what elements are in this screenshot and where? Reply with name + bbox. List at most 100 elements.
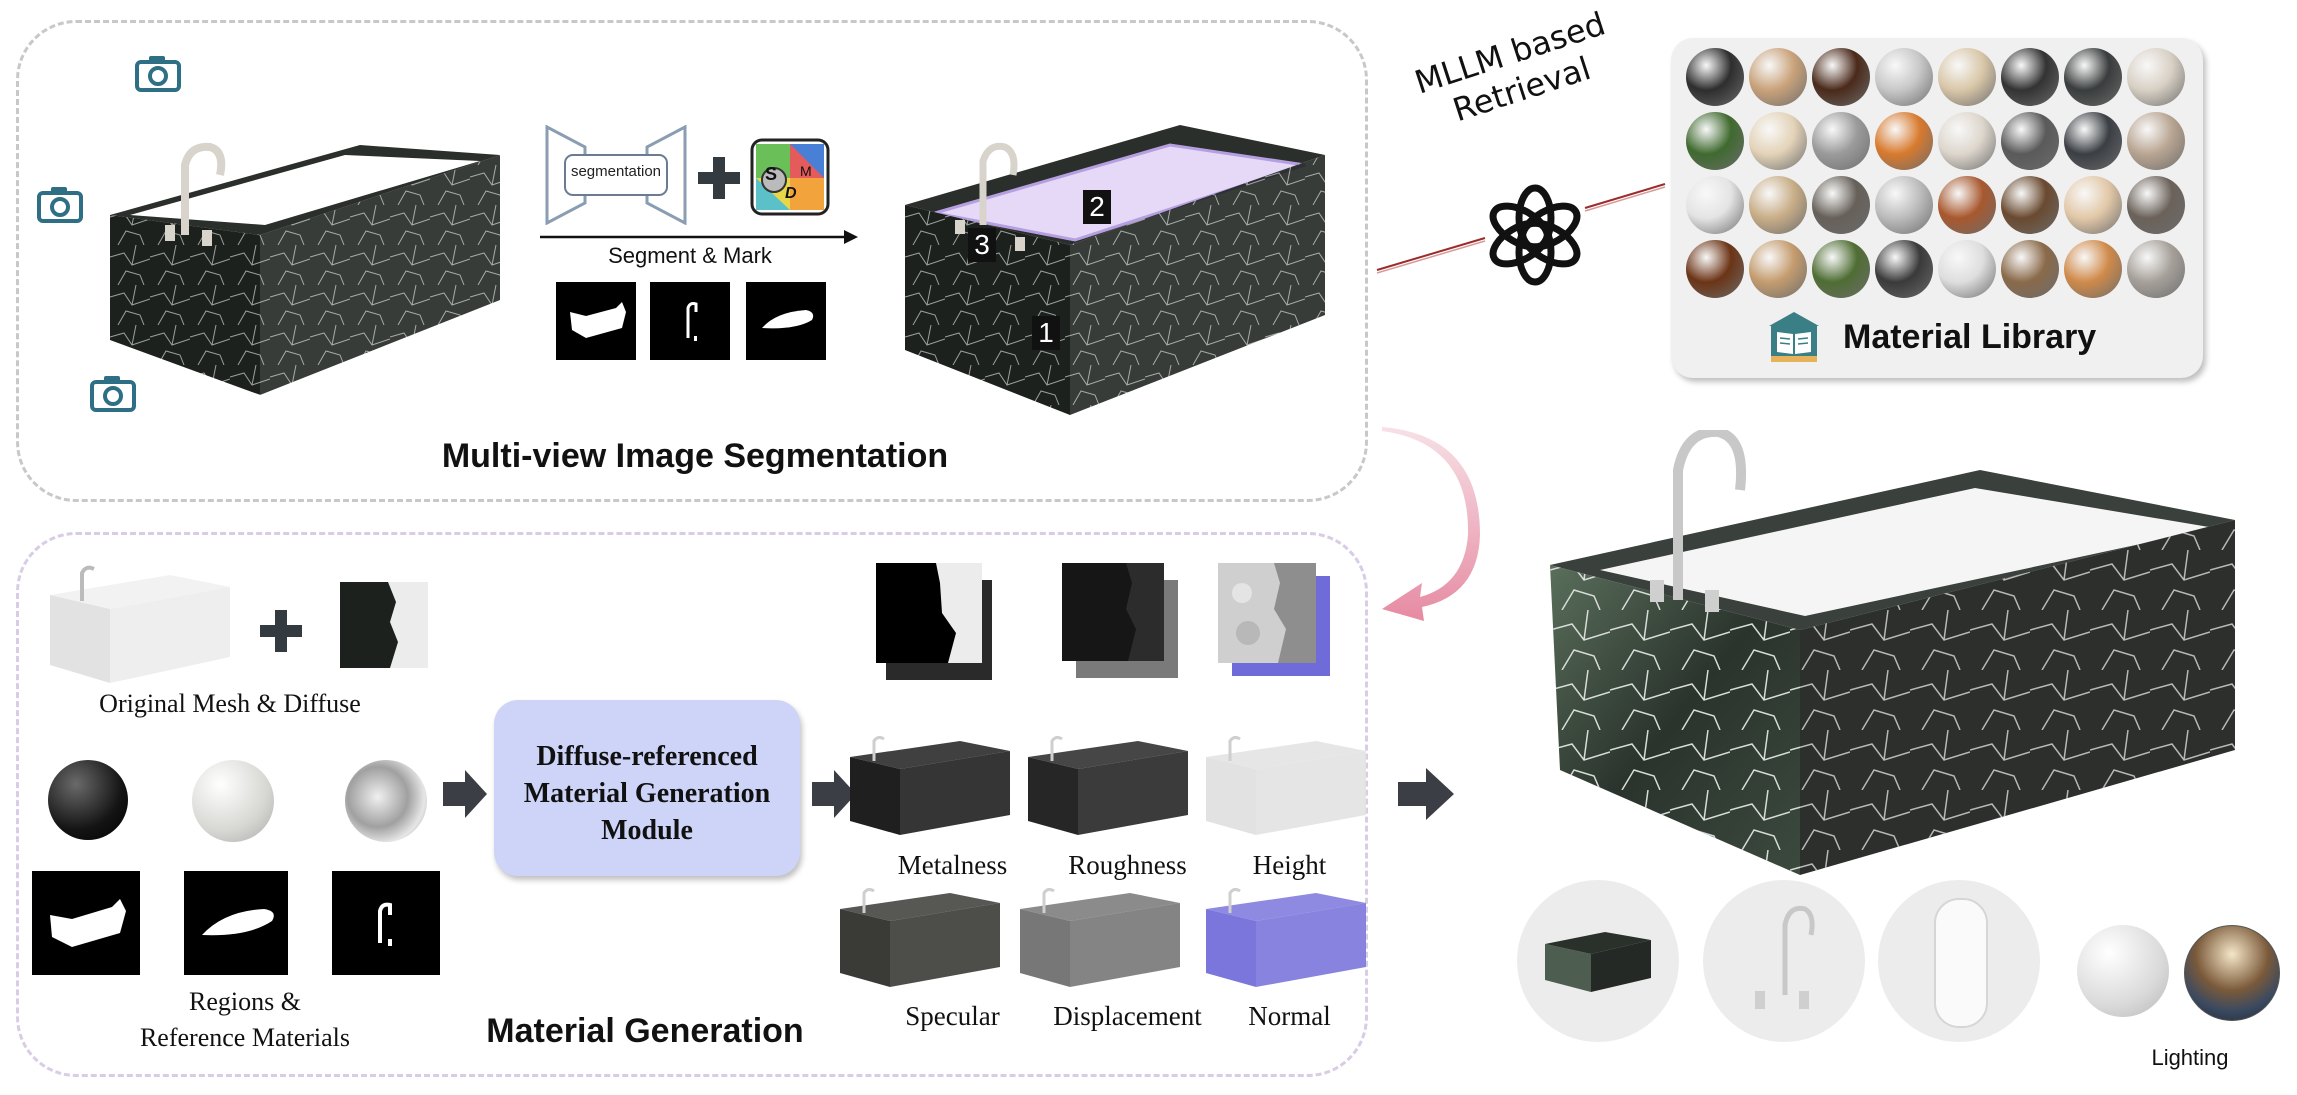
retrieval-connector (1376, 183, 1666, 274)
reference-sphere-chrome (345, 760, 427, 842)
generated-map-tub (850, 735, 1010, 835)
segment-mark-label: Segment & Mark (608, 243, 772, 268)
material-sphere (2127, 176, 2185, 234)
region-mask (184, 871, 288, 975)
material-sphere (1749, 112, 1807, 170)
material-sphere (1686, 112, 1744, 170)
mask-thumbnail (650, 282, 730, 360)
material-sphere (2064, 112, 2122, 170)
faucet-thumbnail (1755, 905, 1815, 1009)
material-sphere (1812, 240, 1870, 298)
segmented-bathtub (905, 125, 1325, 415)
bathtub-render (110, 142, 500, 395)
material-sphere (2001, 176, 2059, 234)
material-sphere (2064, 176, 2122, 234)
material-sphere (1875, 176, 1933, 234)
grid-letter: D (785, 185, 797, 202)
lighting-label: Lighting (2151, 1045, 2229, 1070)
material-sphere (1749, 176, 1807, 234)
marble-box-thumbnail (1545, 932, 1651, 992)
material-sphere (2001, 48, 2059, 106)
camera-icon (90, 376, 136, 412)
generated-map (876, 563, 982, 663)
environment-map-sphere (2184, 925, 2280, 1021)
segmentation-panel (16, 20, 1368, 502)
regions-caption-line: Reference Materials (139, 1023, 351, 1052)
plus-icon (698, 157, 740, 199)
lighting-sphere (2077, 925, 2169, 1017)
material-sphere (2127, 48, 2185, 106)
region-mark: 3 (968, 228, 996, 262)
map-label: Displacement (1053, 1001, 1202, 1031)
material-sphere (2001, 112, 2059, 170)
material-sphere (1812, 48, 1870, 106)
generated-map-tub (1020, 887, 1180, 987)
generated-map-tub (1206, 735, 1366, 835)
camera-icon (37, 187, 83, 223)
curved-arrow (1382, 427, 1480, 621)
map-label: Metalness (897, 850, 1008, 880)
module-label-line: Module (601, 815, 693, 846)
region-mark: 2 (1083, 190, 1111, 224)
material-sphere (1938, 176, 1996, 234)
map-label: Specular (905, 1001, 1000, 1031)
original-mesh (50, 565, 230, 683)
generated-map-tub (1206, 887, 1366, 987)
mask-thumbnail (556, 282, 636, 360)
segment-arrow (540, 230, 858, 244)
map-label: Height (1252, 850, 1327, 880)
module-label-line: Diffuse-referenced (536, 741, 758, 772)
region-mark: 1 (1032, 316, 1060, 350)
material-sphere (2064, 240, 2122, 298)
region-mask (332, 871, 440, 975)
mask-thumbnail (746, 282, 826, 360)
material-sphere (1812, 176, 1870, 234)
retrieval-label: MLLM based Retrieval (1390, 0, 1642, 144)
generated-map-tub (1028, 735, 1188, 835)
material-sphere (1749, 48, 1807, 106)
reference-sphere-marble (48, 760, 128, 840)
generation-title: Material Generation (486, 1012, 804, 1050)
basin-thumbnail (1934, 898, 1988, 1028)
plus-icon (260, 610, 302, 652)
grid-letter: S (765, 164, 778, 184)
generated-map (1062, 563, 1164, 661)
diffuse-texture (340, 582, 428, 668)
openai-logo-icon (1489, 184, 1581, 286)
flow-arrow (1398, 768, 1454, 820)
generated-map-tub (840, 887, 1000, 987)
material-sphere (1938, 48, 1996, 106)
material-sphere (1686, 240, 1744, 298)
material-sphere (1686, 176, 1744, 234)
segmentation-network-icon (545, 125, 687, 225)
material-generation-panel (16, 532, 1368, 1077)
camera-icon (135, 56, 181, 92)
library-icon (1769, 312, 1819, 362)
segmentation-network-label: segmentation (570, 163, 662, 180)
final-bathtub-render (1550, 430, 2235, 875)
region-mask (32, 871, 140, 975)
material-sphere (2001, 240, 2059, 298)
material-sphere (1938, 240, 1996, 298)
map-tubs (840, 735, 1370, 1045)
material-sphere (1875, 240, 1933, 298)
mesh-caption: Original Mesh & Diffuse (99, 689, 361, 718)
module-label-line: Material Generation (523, 778, 771, 809)
material-sphere (1812, 112, 1870, 170)
material-sphere (1875, 48, 1933, 106)
reference-sphere-ceramic (192, 760, 274, 842)
segmentation-title: Multi-view Image Segmentation (441, 437, 949, 475)
regions-caption-line: Regions & (189, 987, 301, 1016)
material-sphere (1875, 112, 1933, 170)
material-sphere (2127, 240, 2185, 298)
flow-arrow (812, 770, 856, 818)
set-of-mark-icon (750, 138, 830, 216)
material-library-title: Material Library (1843, 318, 2097, 356)
grid-letter: M (800, 163, 812, 179)
material-sphere-grid (1686, 48, 2191, 303)
material-sphere (1749, 240, 1807, 298)
map-label: Roughness (1068, 850, 1187, 880)
generated-map (1218, 563, 1316, 663)
material-sphere (1938, 112, 1996, 170)
generation-module (494, 700, 800, 876)
